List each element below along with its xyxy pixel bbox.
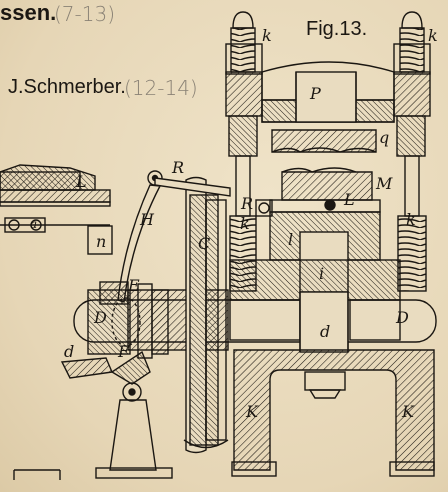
title-fragment: ssen. [0, 0, 57, 25]
label-L-right: L [344, 190, 355, 209]
label-l: l [288, 230, 294, 249]
crosshead-P [261, 61, 395, 123]
label-P: P [310, 84, 321, 103]
label-D-right: D [396, 308, 409, 327]
label-a: a [30, 217, 38, 231]
label-F: F [118, 342, 130, 361]
author-pencil-note: (12-14) [124, 76, 198, 100]
label-E: E [128, 276, 140, 295]
stand-F [13, 350, 173, 480]
label-K-right: K [402, 402, 414, 421]
upper-die-q [271, 129, 377, 153]
label-K-left: K [246, 402, 258, 421]
label-H: H [140, 210, 154, 229]
label-R-small: R [241, 194, 254, 213]
label-k-top-left: k [262, 26, 272, 45]
label-k-right: k [406, 210, 416, 229]
flywheel-C [183, 176, 229, 454]
label-n: n [96, 232, 107, 251]
left-detail-view [0, 164, 113, 255]
label-k-top-right: k [428, 26, 438, 45]
label-C: C [198, 234, 211, 253]
label-D-left: D [94, 308, 107, 327]
label-d-main: d [320, 322, 331, 341]
title-pencil-note: (7-13) [54, 2, 115, 26]
press-columns [225, 11, 431, 292]
label-R: R [172, 158, 185, 177]
lever-H [99, 170, 273, 305]
figure-label: Fig.13. [306, 18, 368, 40]
label-q: q [379, 128, 390, 147]
label-M: M [376, 174, 393, 193]
frame-K [231, 349, 435, 477]
author-name: J.Schmerber. [8, 76, 126, 98]
label-i: i [319, 264, 325, 283]
label-d-small: d [64, 342, 75, 361]
label-k-mid: k [240, 214, 250, 233]
label-L-left: L [76, 172, 87, 191]
